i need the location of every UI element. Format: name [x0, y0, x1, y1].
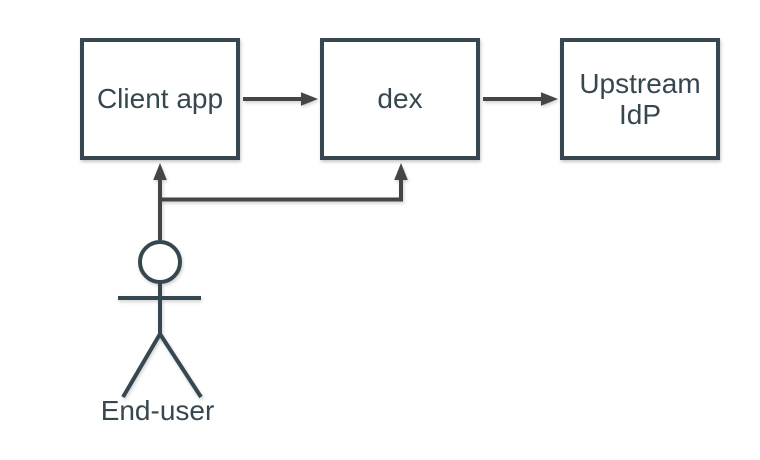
node-upstream-idp: Upstream IdP	[560, 38, 720, 160]
actor-label-end-user: End-user	[100, 395, 215, 426]
arrow-dex-to-upstream-idp	[483, 92, 558, 106]
node-client-app: Client app	[80, 38, 240, 160]
arrow-end-user-to-dex	[160, 163, 408, 202]
node-upstream-idp-label: Upstream IdP	[579, 67, 701, 130]
actor-figure-icon	[118, 240, 203, 399]
actor-right-leg-icon	[158, 332, 203, 399]
arrow-client-app-to-dex	[243, 92, 318, 106]
arrow-end-user-to-client-app	[153, 163, 167, 240]
node-dex: dex	[320, 38, 480, 160]
actor-left-leg-icon	[121, 332, 162, 399]
actor-head-icon	[138, 240, 182, 284]
node-client-app-label: Client app	[96, 83, 224, 115]
node-dex-label: dex	[377, 83, 423, 115]
